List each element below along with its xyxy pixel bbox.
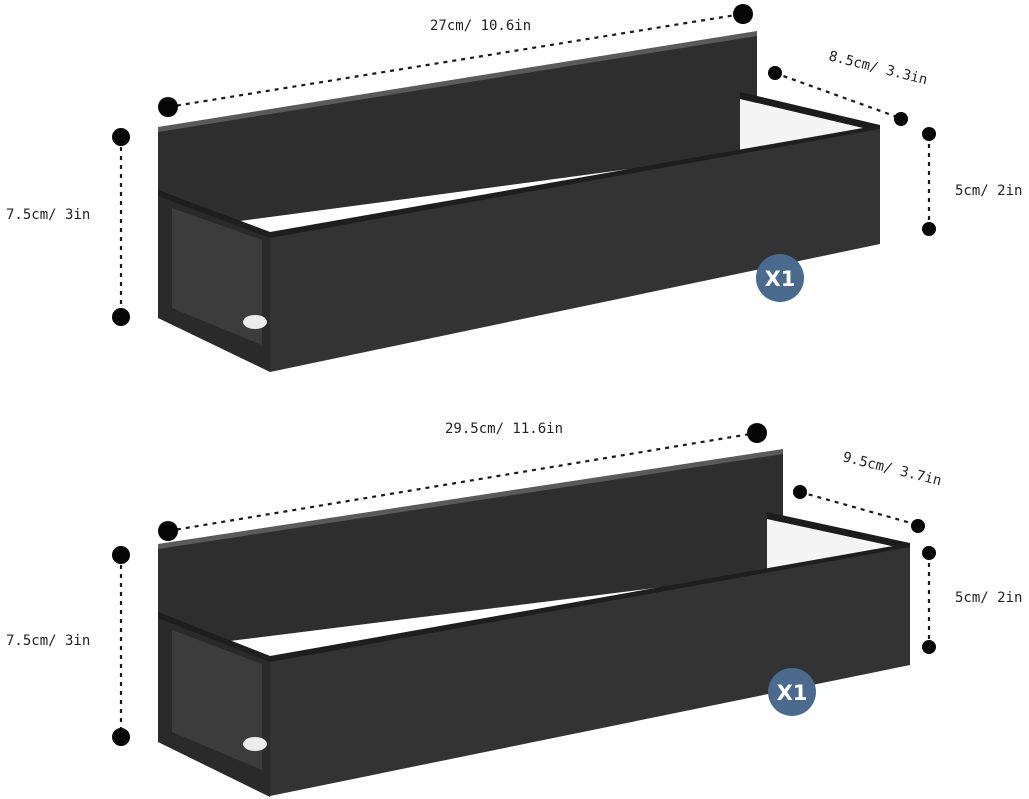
shelf-2-quantity-label: X1 xyxy=(777,681,808,705)
shelf-2-front-dot-top xyxy=(922,546,936,560)
shelf-2-length-line xyxy=(167,431,757,533)
shelf-1-back-rim xyxy=(158,31,757,132)
shelf-2-depth-dot-left xyxy=(793,485,807,499)
shelf-2-front-label: 5cm/ 2in xyxy=(955,590,1022,606)
shelf-2-screw-hole xyxy=(243,737,267,751)
shelf-1-front-label: 5cm/ 2in xyxy=(955,183,1022,199)
shelf-2-back-panel xyxy=(158,452,783,650)
shelf-1-depth-dot-right xyxy=(894,112,908,126)
shelf-1-front-dot-bottom xyxy=(922,222,936,236)
shelf-1-dimensions: 27cm/ 10.6in 8.5cm/ 3.3in 7.5cm/ 3in 5cm… xyxy=(6,4,1022,326)
shelf-2-dimensions: 29.5cm/ 11.6in 9.5cm/ 3.7in 7.5cm/ 3in 5… xyxy=(6,421,1022,746)
shelf-1-height-dot-bottom xyxy=(112,308,130,326)
shelf-1-back-panel xyxy=(158,34,757,232)
shelf-1-right-rail xyxy=(740,92,880,132)
shelf-1-quantity-label: X1 xyxy=(765,267,796,291)
shelf-1-screw-hole xyxy=(243,315,267,329)
shelf-2-front-dot-bottom xyxy=(922,640,936,654)
shelf-2 xyxy=(158,449,910,797)
shelf-1 xyxy=(158,31,880,372)
shelf-1-length-dot-left xyxy=(158,97,178,117)
shelf-1-height-label: 7.5cm/ 3in xyxy=(6,207,90,223)
shelf-2-left-side-opening xyxy=(172,630,262,770)
shelf-1-depth-dot-left xyxy=(768,66,782,80)
shelf-2-right-rail xyxy=(767,512,910,550)
shelf-1-quantity-badge xyxy=(756,254,804,302)
shelf-1-front-panel xyxy=(270,127,880,372)
shelf-1-left-side-opening xyxy=(172,208,262,345)
shelf-1-length-dot-right xyxy=(733,4,753,24)
shelf-2-depth-label: 9.5cm/ 3.7in xyxy=(841,449,943,489)
shelf-2-length-dot-left xyxy=(158,521,178,541)
shelf-2-height-dot-top xyxy=(112,546,130,564)
shelf-2-depth-dot-right xyxy=(911,519,925,533)
shelf-2-depth-line xyxy=(799,490,919,527)
shelf-1-depth-label: 8.5cm/ 3.3in xyxy=(827,48,929,88)
shelf-1-depth-line xyxy=(774,71,901,120)
shelf-2-height-dot-bottom xyxy=(112,728,130,746)
shelf-1-length-label: 27cm/ 10.6in xyxy=(430,18,531,34)
shelf-2-back-rim xyxy=(158,449,783,549)
shelf-2-front-panel xyxy=(270,545,910,796)
shelf-1-front-dot-top xyxy=(922,127,936,141)
shelf-1-height-dot-top xyxy=(112,128,130,146)
shelf-2-length-dot-right xyxy=(747,423,767,443)
shelf-2-length-label: 29.5cm/ 11.6in xyxy=(445,421,563,437)
shelf-2-height-label: 7.5cm/ 3in xyxy=(6,633,90,649)
shelf-1-length-line xyxy=(167,12,743,109)
shelf-2-quantity-badge xyxy=(768,668,816,716)
